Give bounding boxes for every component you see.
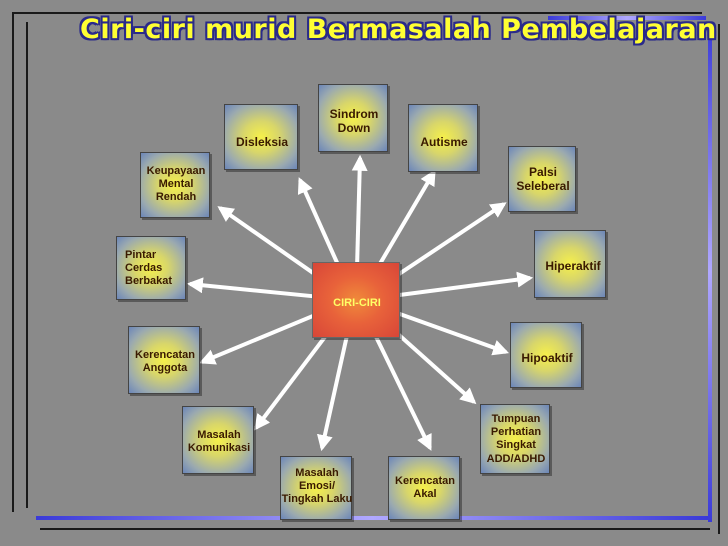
node-masalah-komunikasi-label: Masalah Komunikasi <box>187 429 251 455</box>
arrow-to-kerencatan-akal <box>370 327 432 451</box>
arrow-to-kerencatan-anggota <box>199 310 324 365</box>
node-pintar-cerdas-berbakat: Pintar Cerdas Berbakat <box>116 236 186 300</box>
frame-left-line-inner <box>26 22 28 508</box>
center-node: CIRI-CIRI <box>312 262 400 338</box>
node-sindrom-down: Sindrom Down <box>318 84 388 152</box>
node-disleksia-label: Disleksia <box>235 135 289 149</box>
node-tumpuan-perhatian: Tumpuan Perhatian Singkat ADD/ADHD <box>480 404 550 474</box>
node-autisme-label: Autisme <box>420 135 468 149</box>
frame-bottom-line <box>40 528 710 530</box>
node-palsi-seleberal-label: Palsi Seleberal <box>516 165 570 194</box>
node-keupayaan-mental-rendah-label: Keupayaan Mental Rendah <box>146 165 206 204</box>
frame-right-line <box>718 24 720 534</box>
frame-top-line <box>12 12 702 14</box>
arrow-to-sindrom-down <box>351 154 368 269</box>
node-keupayaan-mental-rendah: Keupayaan Mental Rendah <box>140 152 210 218</box>
arrow-to-hiperaktif <box>391 271 534 298</box>
node-hiperaktif: Hiperaktif <box>534 230 606 298</box>
frame-left-line <box>12 12 14 512</box>
node-sindrom-down-label: Sindrom Down <box>329 107 379 136</box>
frame-bottom-accent <box>36 516 708 520</box>
node-hiperaktif-label: Hiperaktif <box>545 259 601 273</box>
arrow-to-keupayaan-mental-rendah <box>217 206 328 284</box>
arrow-to-hipoaktif <box>389 308 510 356</box>
node-kerencatan-akal: Kerencatan Akal <box>388 456 460 520</box>
arrow-to-masalah-emosi <box>316 330 350 452</box>
node-kerencatan-akal-label: Kerencatan Akal <box>395 475 455 501</box>
arrow-to-autisme <box>373 169 436 274</box>
node-hipoaktif-label: Hipoaktif <box>521 351 573 365</box>
arrow-to-pintar-cerdas-berbakat <box>186 277 321 299</box>
node-masalah-emosi-label: Masalah Emosi/ Tingkah Laku <box>281 467 353 506</box>
node-pintar-cerdas-berbakat-label: Pintar Cerdas Berbakat <box>125 249 173 288</box>
arrow-to-masalah-komunikasi <box>254 324 336 431</box>
node-kerencatan-anggota: Kerencatan Anggota <box>128 326 200 394</box>
frame-right-accent <box>708 22 712 522</box>
node-disleksia: Disleksia <box>224 104 298 170</box>
node-palsi-seleberal: Palsi Seleberal <box>508 146 576 212</box>
node-autisme: Autisme <box>408 104 478 172</box>
node-masalah-komunikasi: Masalah Komunikasi <box>182 406 254 474</box>
node-tumpuan-perhatian-label: Tumpuan Perhatian Singkat ADD/ADHD <box>486 413 546 465</box>
node-hipoaktif: Hipoaktif <box>510 322 582 388</box>
arrow-to-palsi-seleberal <box>385 202 507 285</box>
frame-top-accent <box>548 16 706 20</box>
center-node-label: CIRI-CIRI <box>333 297 381 309</box>
node-masalah-emosi: Masalah Emosi/ Tingkah Laku <box>280 456 352 520</box>
node-kerencatan-anggota-label: Kerencatan Anggota <box>135 349 195 375</box>
arrow-to-disleksia <box>297 177 343 272</box>
page-title: Ciri-ciri murid Bermasalah Pembelajaran <box>80 14 717 45</box>
